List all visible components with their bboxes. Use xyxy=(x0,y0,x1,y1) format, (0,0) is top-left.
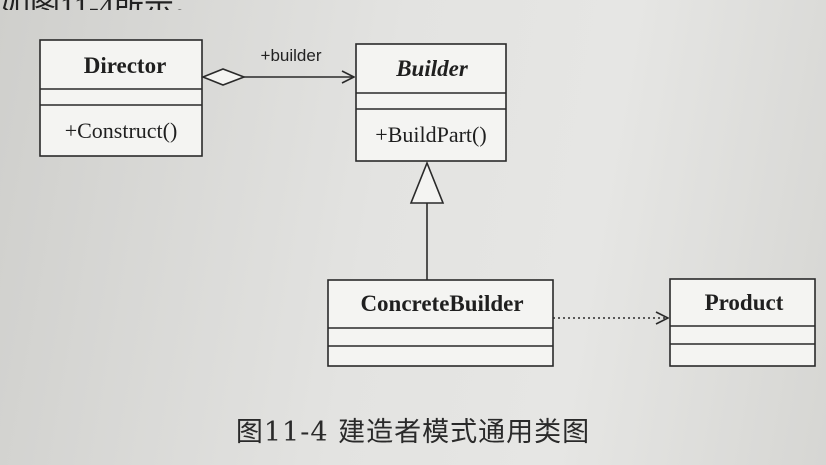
class-builder: Builder +BuildPart() xyxy=(355,43,507,162)
uml-class-diagram: Director +Construct() Builder +BuildPart… xyxy=(39,39,816,367)
operation-construct: +Construct() xyxy=(65,118,178,143)
figure-caption: 图11-4 建造者模式通用类图 xyxy=(235,417,591,448)
operation-build-part: +BuildPart() xyxy=(375,122,486,147)
aggregation-director-builder: +builder xyxy=(200,46,354,86)
class-director: Director +Construct() xyxy=(39,39,203,157)
class-name-director: Director xyxy=(84,53,167,78)
generalization-concrete-builder-builder xyxy=(409,160,445,280)
class-name-product: Product xyxy=(705,290,784,315)
aggregation-diamond-icon xyxy=(200,68,247,86)
class-concrete-builder: ConcreteBuilder xyxy=(327,279,554,367)
class-name-builder: Builder xyxy=(395,56,469,81)
page-top-text-fragment: 如图11-4所示。 xyxy=(0,0,330,10)
inheritance-triangle-icon xyxy=(409,160,445,204)
class-name-concrete-builder: ConcreteBuilder xyxy=(360,291,523,316)
role-label-builder: +builder xyxy=(261,46,322,65)
class-product: Product xyxy=(669,278,816,367)
